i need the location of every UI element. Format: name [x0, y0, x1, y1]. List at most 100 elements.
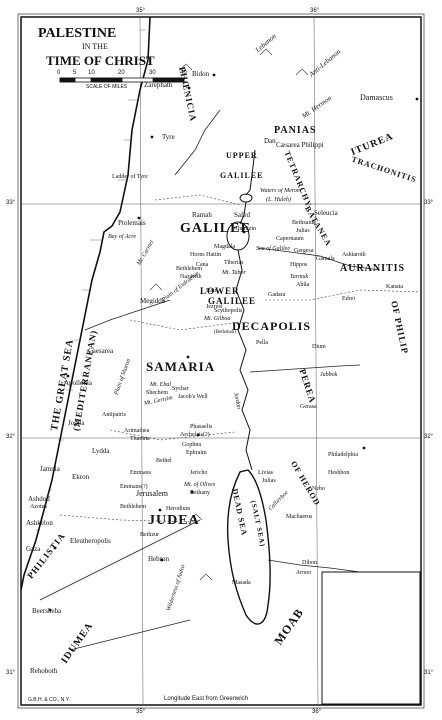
longitude-tick: 35°: [136, 8, 146, 14]
place-zarephath: Zarephath: [144, 81, 173, 89]
place-masada: Masada: [232, 580, 251, 586]
place-apollonia: Apollonia: [64, 379, 92, 387]
place-ramah: Ramah: [192, 211, 212, 219]
scale-tick: 20: [118, 70, 125, 76]
scale-label: SCALE OF MILES: [86, 84, 128, 90]
place-gilboa: Mt. Gilboa: [204, 316, 231, 322]
place-nebo: Nebo: [312, 486, 325, 492]
place-dibon: Dibon: [302, 560, 317, 566]
place-jerusalem: Jerusalem: [136, 489, 168, 498]
place-caesarea-philippi: Cæsarea Philippi: [276, 141, 324, 149]
map-title-line1: PALESTINE: [38, 26, 117, 41]
place-pella: Pella: [256, 340, 268, 346]
region-auranitis: AURANITIS: [340, 263, 406, 274]
place-hippos: Hippos: [290, 262, 308, 268]
place-gophna: Gophna: [182, 442, 201, 448]
latitude-tick: 32°: [6, 434, 16, 440]
place-bidon: Bidon: [192, 70, 210, 78]
place-hattin: Horns Hattin: [190, 252, 222, 258]
map-title-line3: TIME OF CHRIST: [46, 53, 155, 68]
latitude-tick: 31°: [424, 670, 434, 676]
place-gadara: Gadara: [268, 292, 286, 298]
place-jabbok: Jabbok: [320, 372, 338, 378]
place-julias-2: Julias: [262, 478, 276, 484]
place-jamnia: Jamnia: [40, 465, 60, 473]
place-ebal: Mt. Ebal: [150, 382, 171, 388]
region-galilee: GALILEE: [180, 221, 251, 236]
region-decapolis: DECAPOLIS: [232, 319, 312, 333]
region-upper-galilee: UPPER: [226, 151, 258, 160]
scale-tick: 5: [73, 70, 77, 76]
place-beersheba: Beersheba: [32, 607, 62, 615]
place-yarmuk: Yarmuk: [290, 274, 309, 280]
place-ladder-tyre: Ladder of Tyre: [112, 174, 148, 180]
place-waters-merom: Waters of Merom: [260, 188, 302, 194]
place-ashdod: Ashdod: [28, 495, 50, 503]
place-nain: Nain: [206, 288, 218, 294]
place-gaza: Gaza: [26, 545, 41, 553]
place-azotus: Azotus: [30, 504, 47, 510]
latitude-tick: 31°: [6, 670, 16, 676]
place-jezreel: Jezreel: [206, 304, 223, 310]
place-joppa: Joppa: [68, 419, 85, 427]
place-ashkelon: Ashkelon: [26, 519, 53, 527]
scale-tick: 30: [149, 70, 156, 76]
place-hebron: Hebron: [148, 555, 169, 563]
place-emmaus: Emmaus: [130, 470, 151, 476]
place-magdala: Magdala: [214, 244, 235, 250]
place-seleucia: Seleucia: [314, 209, 338, 217]
place-scythopolis: Scythopolis: [214, 308, 243, 314]
place-arimathea: Arimathea: [124, 428, 150, 434]
place-rehoboth: Rehoboth: [30, 667, 58, 675]
place-bethany: Bethany: [190, 490, 210, 496]
place-tiberias: Tiberias: [224, 260, 244, 266]
place-dium: Dium: [312, 344, 326, 350]
place-safed: Safed: [234, 211, 250, 219]
place-sychar: Sychar: [172, 386, 189, 392]
place-eleutheropolis: Eleutheropolis: [70, 537, 111, 545]
place-sea-galilee: Sea of Galilee: [256, 246, 290, 252]
place-gergesa: Gergesa: [294, 248, 314, 254]
region-samaria: SAMARIA: [146, 359, 216, 374]
place-heshbon: Heshbon: [328, 470, 350, 476]
place-abila: Abila: [296, 282, 310, 288]
place-bethshan: (Bethshan): [214, 330, 236, 335]
place-caesarea: Caesarea: [88, 347, 114, 355]
place-ashtaroth: Ashtaroth: [342, 252, 366, 258]
place-chorazin: Chorazin: [234, 226, 256, 232]
region-upper-galilee-2: GALILEE: [220, 171, 264, 180]
place-emmaus-2: Emmaus(?): [120, 484, 148, 490]
longitude-tick-bottom: 35°: [136, 709, 146, 715]
scale-tick: 40: [180, 70, 187, 76]
map-title-line2: IN THE: [82, 42, 108, 51]
place-kanata: Kanata: [386, 284, 403, 290]
region-lower-galilee-2: GALILEE: [208, 296, 257, 306]
place-bethzur: Bethzur: [140, 532, 159, 538]
place-lhuleh: (L. Huleh): [266, 197, 291, 203]
place-nazareth: Nazareth: [180, 274, 202, 280]
place-megiddo: Megiddo: [140, 297, 166, 305]
scale-tick: 0: [57, 70, 61, 76]
place-tabor: Mt. Tabor: [222, 270, 246, 276]
place-edrei: Edrei: [342, 296, 355, 302]
publisher-credit: G.B.H. & CO., N.Y.: [28, 697, 70, 703]
place-ephraim: Ephraim: [186, 450, 207, 456]
latitude-tick: 32°: [424, 434, 434, 440]
place-philadelphia: Philadelphia: [328, 452, 358, 458]
place-bethlehem-north: Bethlehem: [176, 266, 202, 272]
place-thamna: Thamna: [130, 436, 150, 442]
place-herodium: Herodium: [166, 506, 191, 512]
longitude-tick-bottom: 36°: [312, 709, 322, 715]
place-bay-acre: Bay of Acre: [108, 234, 136, 240]
place-jacobs-well: Jacob's Well: [178, 394, 208, 400]
place-bethlehem: Bethlehem: [120, 504, 146, 510]
place-gamala: Gamala: [316, 256, 335, 262]
longitude-tick: 36°: [310, 8, 320, 14]
place-phasaelis: Phasaelis: [190, 424, 213, 430]
place-gerasa: Gerasa: [300, 404, 317, 410]
place-shechem: Shechem: [146, 390, 168, 396]
place-machaerus: Machaerus: [286, 514, 313, 520]
place-archelais: Archelais(?): [180, 432, 210, 438]
